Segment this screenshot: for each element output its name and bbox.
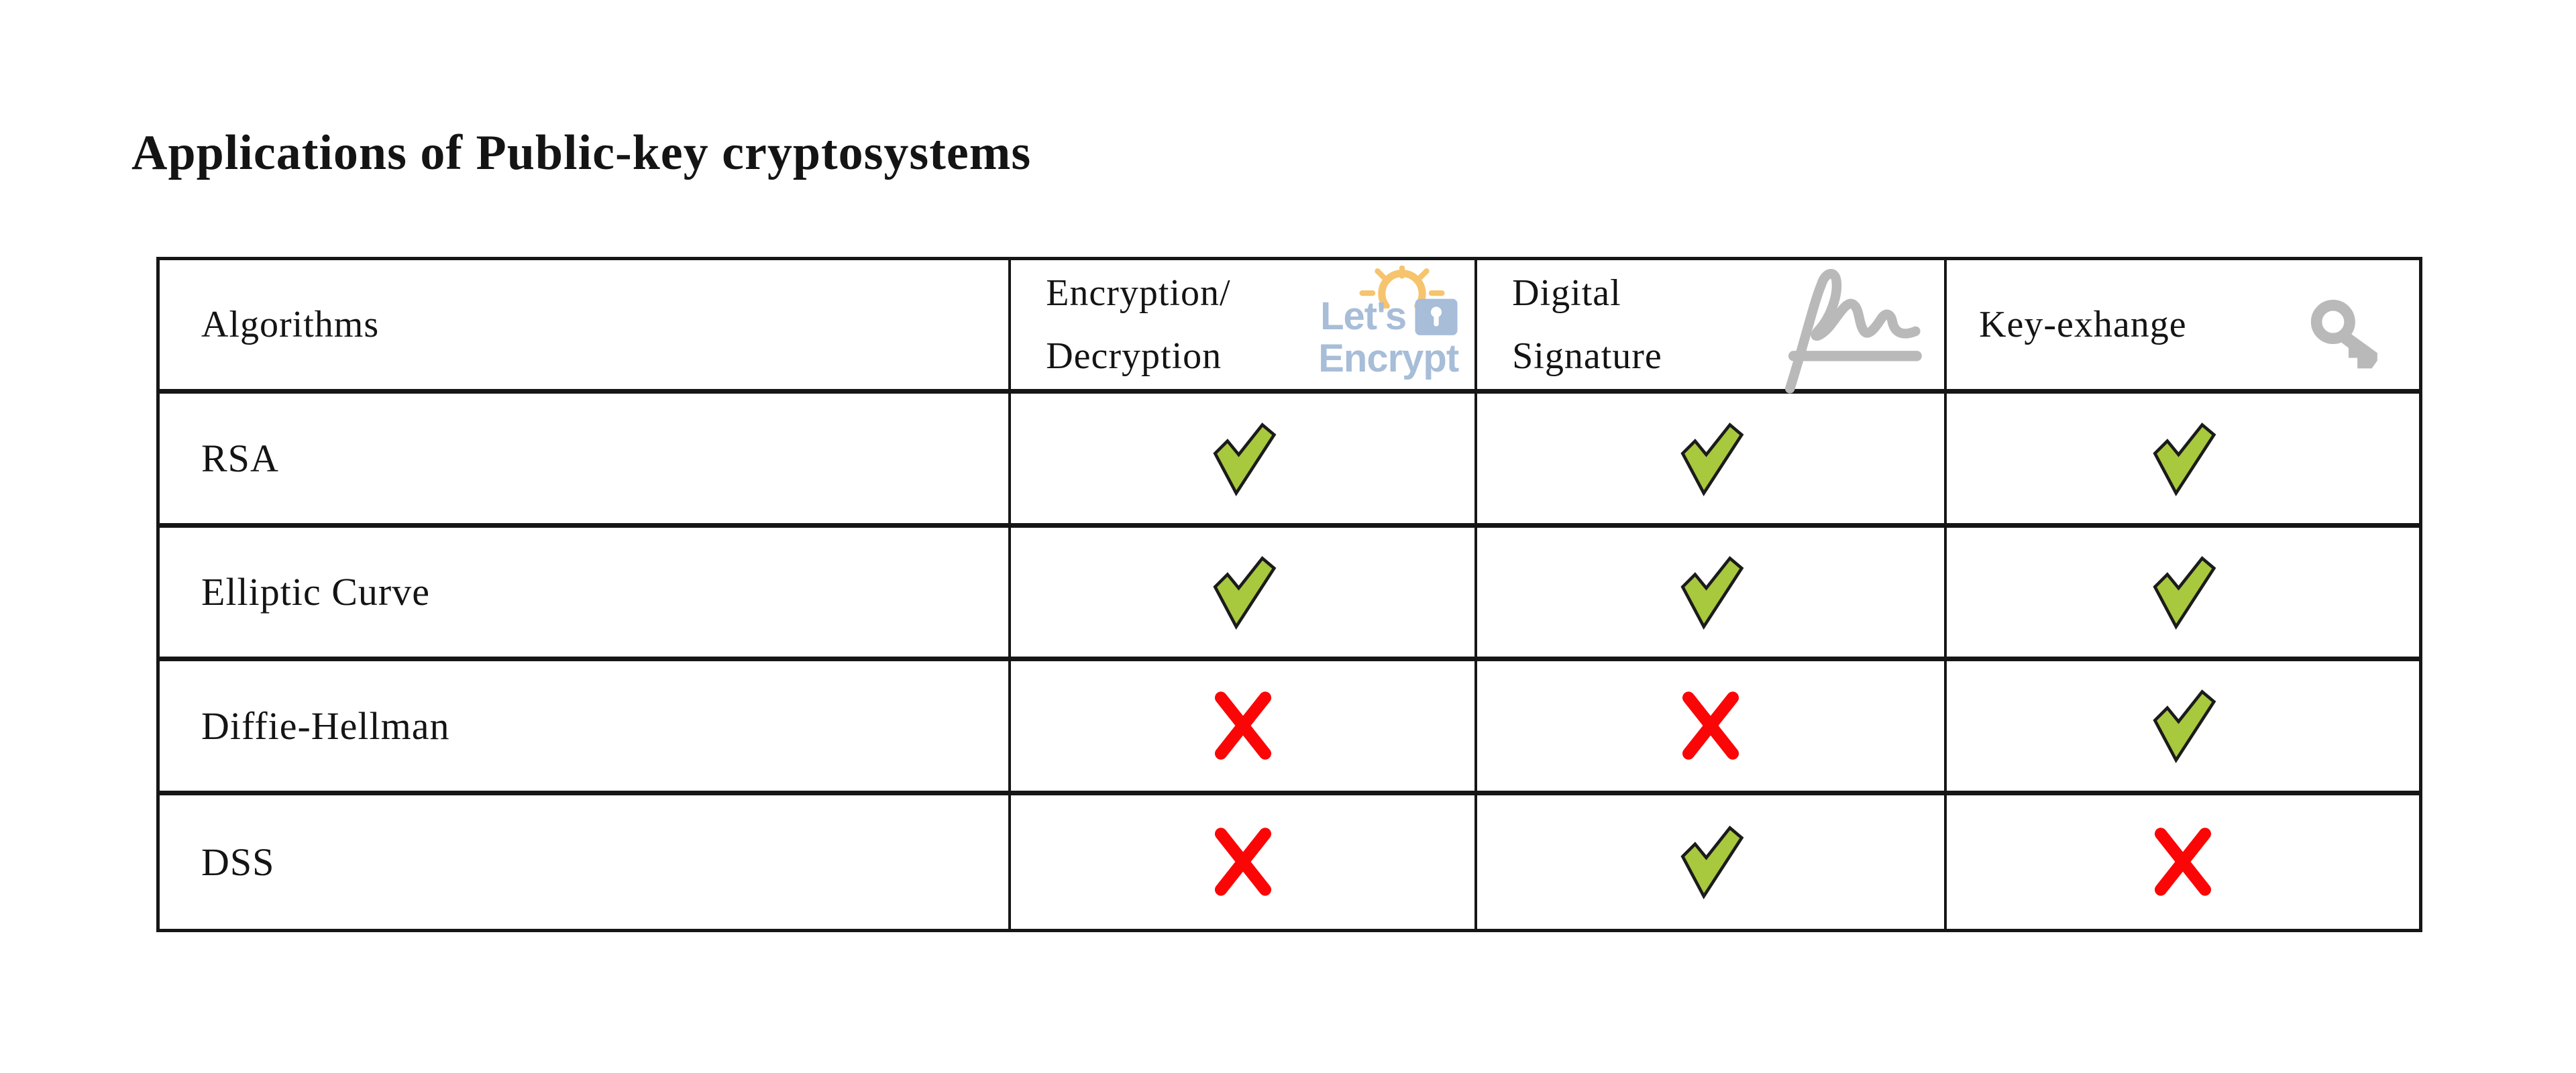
cell-diffie-encryption <box>1011 661 1478 795</box>
header-digital-signature: Digital Signature <box>1477 260 1947 394</box>
cell-dss-keyexchange <box>1947 795 2419 929</box>
signature-icon <box>1785 269 1922 394</box>
lets-encrypt-row1: Let's <box>1320 296 1458 337</box>
cell-dss-encryption <box>1011 795 1478 929</box>
cell-elliptic-keyexchange <box>1947 528 2419 662</box>
cell-diffie-keyexchange <box>1947 661 2419 795</box>
cell-rsa-keyexchange <box>1947 394 2419 528</box>
header-key-exchange-label: Key-exhange <box>1979 304 2187 346</box>
check-icon <box>1213 556 1277 630</box>
cell-elliptic-encryption <box>1011 527 1478 662</box>
row-dss-label: DSS <box>160 795 1012 929</box>
header-key-exchange: Key-exhange <box>1947 260 2419 394</box>
algorithm-name: DSS <box>201 840 275 884</box>
cell-elliptic-signature <box>1477 527 1947 662</box>
signature-line1: Digital <box>1512 272 1621 315</box>
cross-icon <box>1214 691 1271 760</box>
algorithm-name: Elliptic Curve <box>201 570 430 614</box>
cross-icon <box>2154 828 2212 896</box>
check-icon <box>2153 556 2216 630</box>
header-encryption-decryption: Encryption/ Decryption Let's <box>1011 260 1478 394</box>
row-elliptic-curve-label: Elliptic Curve <box>160 527 1012 662</box>
header-encryption-label: Encryption/ Decryption <box>1011 262 1230 388</box>
page-title: Applications of Public-key cryptosystems <box>131 125 1032 180</box>
cross-icon <box>1214 828 1271 896</box>
lets-encrypt-logo: Let's Encrypt <box>1309 266 1465 392</box>
header-signature-label: Digital Signature <box>1477 262 1662 388</box>
encryption-line2: Decryption <box>1046 335 1222 378</box>
padlock-icon <box>1415 298 1458 335</box>
check-icon <box>1680 422 1744 496</box>
crypto-applications-table: Algorithms Encryption/ Decryption Let's <box>156 257 2422 932</box>
header-algorithms-label: Algorithms <box>201 304 380 346</box>
cell-dss-signature <box>1477 795 1947 929</box>
row-rsa-label: RSA <box>160 394 1012 528</box>
algorithm-name: RSA <box>201 437 279 481</box>
row-diffie-hellman-label: Diffie-Hellman <box>160 661 1012 795</box>
check-icon <box>2153 422 2216 496</box>
encrypt-label: Encrypt <box>1318 337 1459 380</box>
cell-diffie-signature <box>1477 661 1947 795</box>
lets-label: Let's <box>1320 294 1407 338</box>
sun-rays-icon <box>1359 266 1445 308</box>
check-icon <box>1213 422 1277 496</box>
signature-line2: Signature <box>1512 335 1662 378</box>
check-icon <box>1680 826 1744 900</box>
check-icon <box>2153 689 2216 764</box>
cell-rsa-signature <box>1477 394 1947 528</box>
cell-rsa-encryption <box>1011 394 1478 528</box>
encryption-line1: Encryption/ <box>1046 272 1231 315</box>
cross-icon <box>1682 691 1739 760</box>
check-icon <box>1680 556 1744 630</box>
key-icon <box>2310 300 2377 369</box>
header-algorithms: Algorithms <box>160 260 1012 394</box>
algorithm-name: Diffie-Hellman <box>201 703 450 748</box>
